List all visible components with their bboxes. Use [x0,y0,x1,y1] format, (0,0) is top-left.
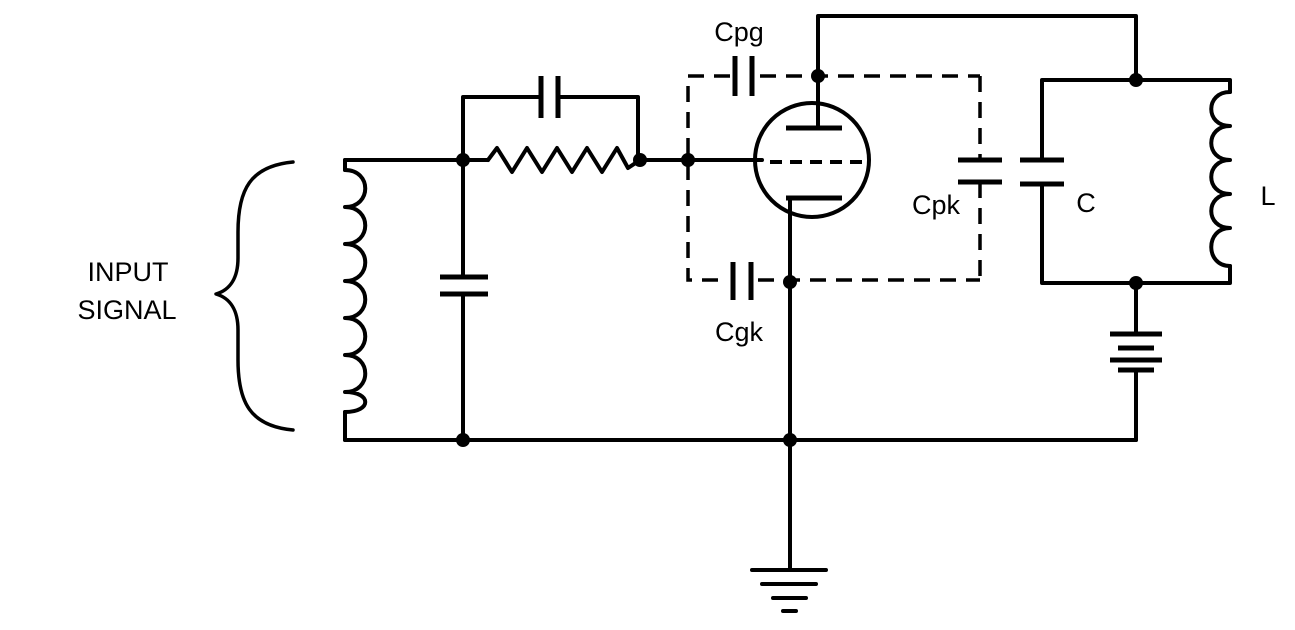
tank-capacitor [1020,157,1064,187]
input-brace [214,160,295,432]
input-signal-label-line1: INPUT [88,257,169,287]
input-shunt-capacitor [440,158,488,442]
cpk-label: Cpk [912,190,961,220]
cgk-label: Cgk [715,317,764,347]
wire-tank-bottom [1040,182,1232,285]
input-inductor [343,158,368,442]
tank-capacitor-label: C [1076,188,1096,218]
cpg-label: Cpg [714,17,764,47]
junction-dots [456,69,1143,447]
wire-cathode [788,196,814,572]
cpk-capacitor [958,157,1002,185]
tank-inductor [1209,90,1232,268]
grid-coupling-capacitor [461,76,640,162]
plate-battery [1110,281,1162,442]
grid-resistor [486,146,642,174]
wire-tank-top [1040,78,1232,162]
tank-inductor-label: L [1260,181,1275,211]
input-signal-label-line2: SIGNAL [77,295,176,325]
cpg-capacitor [732,56,755,96]
ground-symbol [750,568,828,613]
wire-plate [816,14,1138,130]
cgk-capacitor [730,262,754,300]
